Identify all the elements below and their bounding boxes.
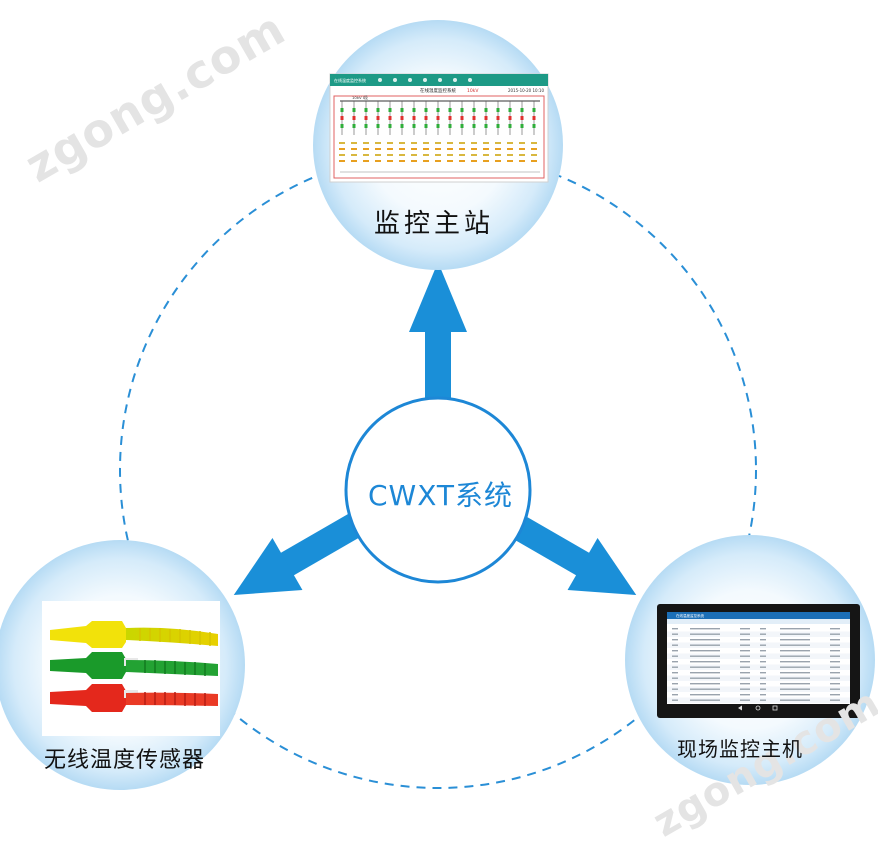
feeder-bay: [375, 101, 381, 162]
arrow-left: [233, 513, 362, 595]
feeder-bay: [519, 101, 525, 162]
table-row: [667, 659, 850, 665]
green-sensor: [50, 652, 218, 679]
feeder-bay: [399, 101, 405, 162]
yellow-sensor: [50, 621, 218, 648]
table-row: [667, 670, 850, 676]
feeder-bay: [411, 101, 417, 162]
feeder-bay: [507, 101, 513, 162]
feeder-bay: [495, 101, 501, 162]
sensor-label: 无线温度传感器: [44, 748, 206, 773]
field-host-screen-title: 在线温度监控系统: [676, 613, 704, 618]
table-row: [667, 664, 850, 670]
table-row: [667, 675, 850, 681]
feeder-bay: [435, 101, 441, 162]
feeder-bay: [459, 101, 465, 162]
master-station-screen: [329, 73, 549, 183]
center-label: CWXT系统: [368, 479, 514, 512]
feeder-bay: [447, 101, 453, 162]
table-row: [667, 697, 850, 703]
table-row: [667, 631, 850, 637]
sensor-photo: [42, 601, 220, 736]
field-host-label: 现场监控主机: [677, 737, 803, 761]
table-row: [667, 686, 850, 692]
table-row: [667, 681, 850, 687]
master-screen-bus-label: 10kV I段: [352, 95, 368, 100]
field-host-table-rows: [667, 626, 850, 703]
feeder-bay: [483, 101, 489, 162]
table-row: [667, 626, 850, 632]
feeder-bay: [363, 101, 369, 162]
dashed-ring: [119, 151, 757, 789]
master-screen-app-name: 在线温度监控系统: [334, 77, 366, 83]
table-row: [667, 653, 850, 659]
feeder-bay: [339, 101, 345, 162]
table-row: [667, 648, 850, 654]
feeder-bay: [531, 101, 537, 162]
master-busbar-feeders: [339, 101, 537, 162]
master-screen-timestamp: 2015-10-20 10:10: [508, 88, 545, 93]
master-screen-tag: 10kV: [467, 88, 479, 94]
feeder-bay: [471, 101, 477, 162]
feeder-bay: [423, 101, 429, 162]
center-circle: [344, 396, 532, 584]
table-row: [667, 642, 850, 648]
table-row: [667, 637, 850, 643]
table-row: [667, 692, 850, 698]
arrow-right: [508, 513, 637, 595]
field-host-device: [657, 604, 860, 718]
feeder-bay: [387, 101, 393, 162]
master-screen-title: 在线温度监控系统: [420, 87, 456, 94]
feeder-bay: [351, 101, 357, 162]
red-sensor: [50, 684, 218, 712]
master-station-label: 监控主站: [374, 209, 495, 239]
arrow-up: [409, 262, 467, 410]
